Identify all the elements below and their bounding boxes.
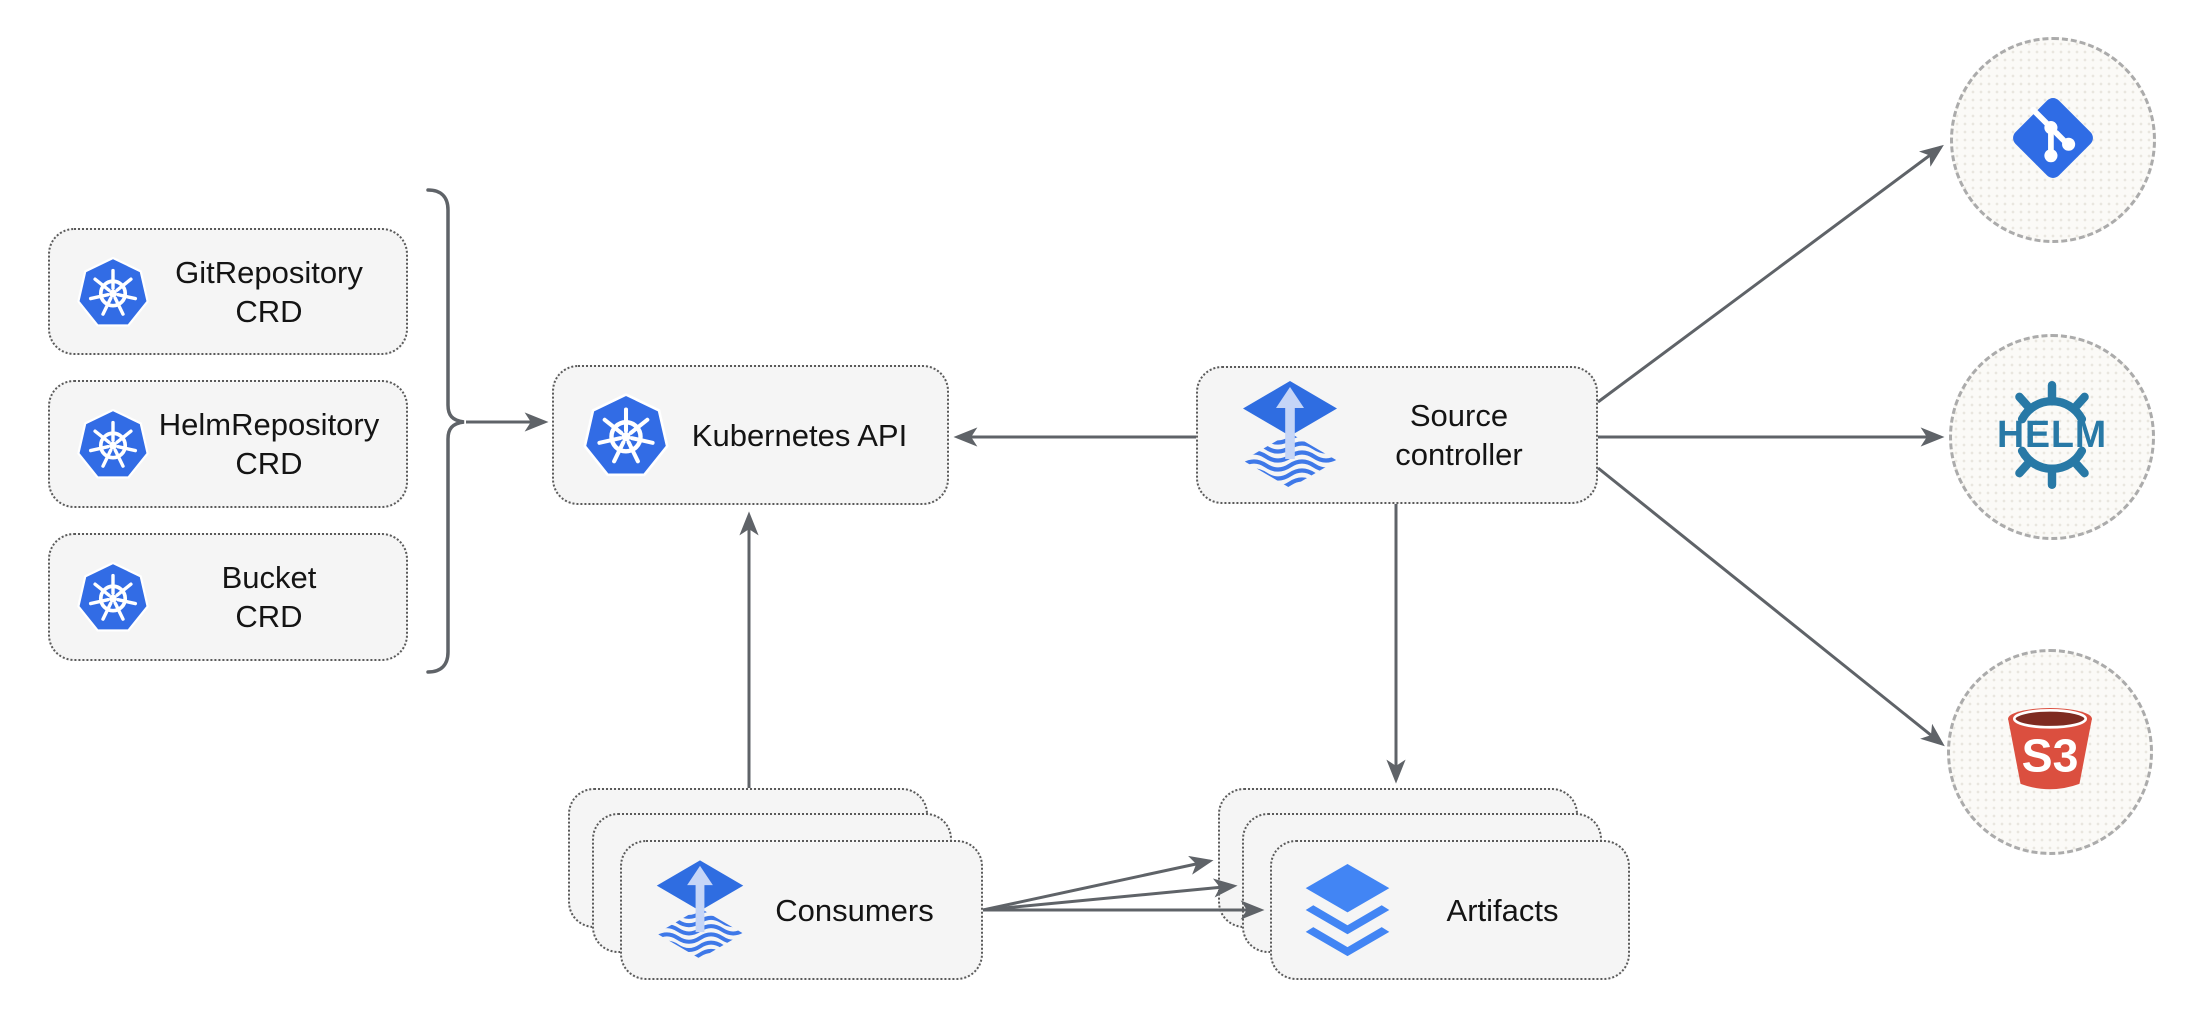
layers-icon [1300,859,1395,962]
crd-suffix: CRD [235,599,303,634]
crd-name: HelmRepository [158,407,380,442]
node-label: Kubernetes API [691,417,908,453]
node-label: Consumers [775,892,934,928]
helm-wordmark: HELM [1997,413,2107,455]
crd-group-brace [426,188,465,674]
node-label: Artifacts [1446,892,1559,928]
arrow-source-controller-to-s3 [1597,466,1945,747]
kubernetes-icon [76,407,150,481]
consumers-node: Consumers [620,840,983,980]
flux-icon [1240,381,1340,489]
crd-name: Bucket [221,560,317,595]
kubernetes-icon [76,560,150,634]
crd-name: GitRepository [175,254,363,290]
helm-source-node: HELM [1949,334,2155,540]
git-icon [2001,86,2105,195]
kubernetes-icon [582,391,670,479]
s3-source-node: S3 [1947,649,2153,855]
source-controller-node: Source controller [1196,366,1598,504]
s3-bucket-icon: S3 [1992,692,2108,813]
node-label: Source controller [1340,396,1596,474]
arrow-source-controller-to-git [1597,144,1944,404]
kubernetes-api-node: Kubernetes API [552,365,949,505]
arrow-consumers-to-artifacts-2 [982,878,1238,912]
source-line1: Source [1409,398,1509,433]
arrow-consumers-to-artifacts-1 [982,855,1214,912]
kubernetes-icon [76,255,150,329]
crd-suffix: CRD [235,446,303,481]
source-line2: controller [1395,437,1523,472]
s3-wordmark: S3 [2022,729,2079,781]
flux-icon [654,860,746,960]
helm-icon: HELM [1991,374,2113,501]
crd-suffix: CRD [235,293,303,329]
artifacts-node: Artifacts [1270,840,1630,980]
git-source-node [1950,37,2156,243]
